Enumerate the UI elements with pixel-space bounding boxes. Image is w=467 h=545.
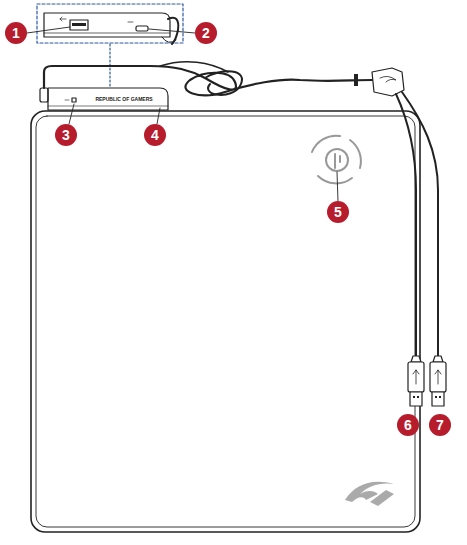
indicator — [72, 98, 76, 102]
leader-lines — [27, 27, 338, 201]
brand-text: REPUBLIC OF GAMERS — [95, 96, 152, 102]
usb-plug-a — [408, 362, 424, 392]
qi-charging-zone — [312, 136, 361, 184]
micro-usb-port — [136, 26, 148, 31]
pad-outline — [31, 111, 420, 532]
hub-rear — [44, 13, 170, 37]
callout-number: 7 — [429, 414, 451, 436]
callout-number: 4 — [144, 124, 166, 146]
cable — [150, 66, 372, 95]
detail-frame — [37, 4, 183, 43]
callout-number: 6 — [397, 414, 419, 436]
callout-number: 2 — [195, 22, 217, 44]
usb-cable-a — [396, 94, 416, 356]
usb-plug-b — [430, 362, 446, 392]
pad-surface — [36, 116, 415, 527]
callout-number: 3 — [55, 124, 77, 146]
hub — [48, 88, 168, 110]
rog-logo — [345, 482, 394, 506]
usb-cable-b — [402, 92, 438, 356]
usb-port — [70, 20, 88, 30]
callout-number: 1 — [5, 22, 27, 44]
cable-splitter — [372, 68, 404, 96]
callout-number: 5 — [327, 201, 349, 223]
